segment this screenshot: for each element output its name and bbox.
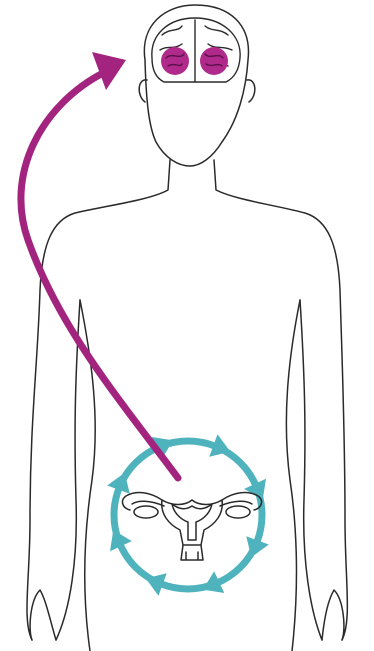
ovary-right [226, 506, 250, 518]
left-inner-arm [56, 300, 80, 640]
brain-icon [152, 18, 240, 82]
uterus-icon [123, 493, 262, 560]
right-waist [286, 300, 300, 651]
right-inner-arm [300, 300, 322, 640]
fallopian-tube-right-inner [220, 501, 252, 506]
ovary-left [134, 506, 158, 518]
fallopian-tube-left-inner [132, 501, 164, 506]
head-outline [144, 5, 248, 166]
brain-outline [152, 18, 240, 82]
torso-outline [27, 160, 170, 640]
body-outline-icon [27, 5, 347, 651]
uterus-inner [172, 504, 212, 540]
brain-highlight-right [200, 47, 228, 75]
signal-arrowhead [92, 52, 126, 90]
signal-arrow-shaft [21, 72, 178, 478]
brain-highlight-left [161, 47, 189, 75]
right-ear [247, 80, 255, 102]
torso-outline-right [214, 160, 347, 640]
left-hand [30, 590, 56, 640]
cervix [181, 545, 203, 560]
curved-arrow-icon [21, 52, 178, 478]
right-hand [322, 590, 344, 640]
